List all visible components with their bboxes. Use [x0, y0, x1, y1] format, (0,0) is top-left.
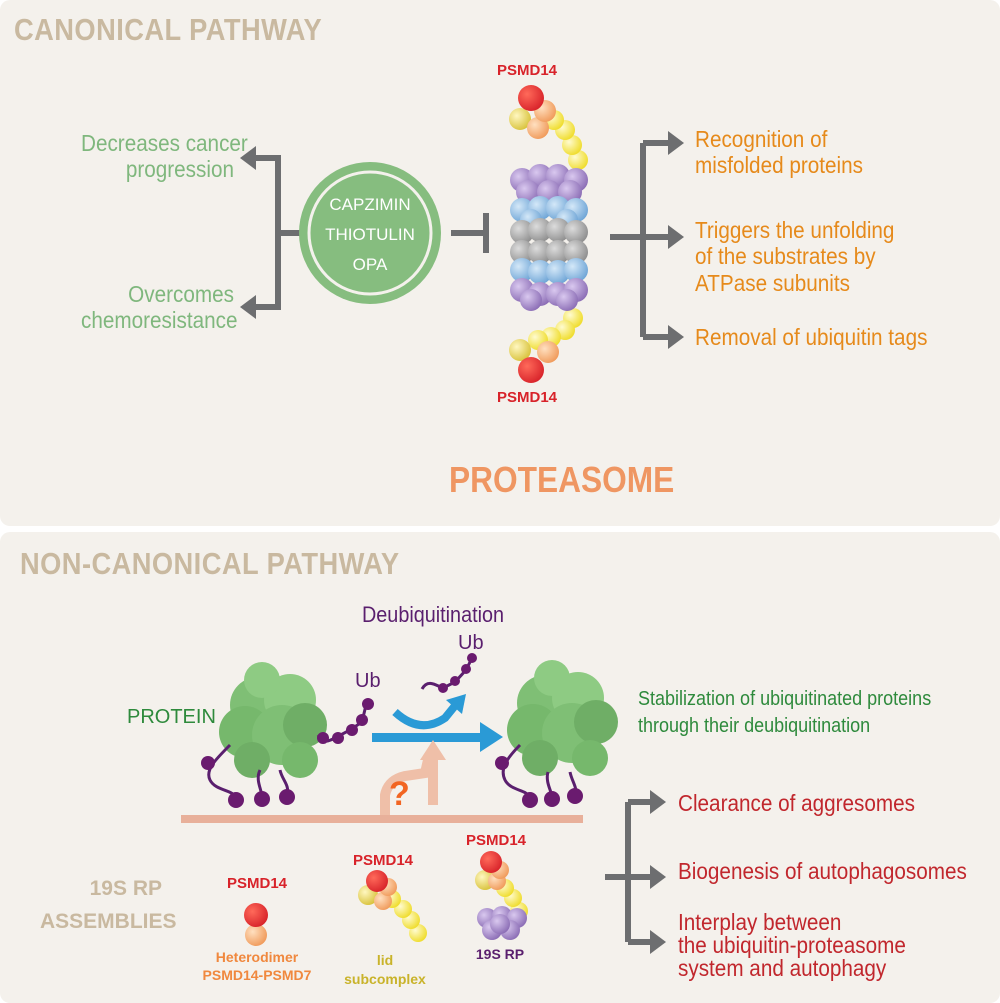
right-item-2: Triggers the unfolding of the substrates…: [695, 217, 895, 296]
inhibition-bar: [451, 213, 489, 253]
ring-gray: [510, 218, 588, 264]
nc-item-2: Biogenesis of autophagosomes: [678, 858, 967, 884]
blue-arrow-head: [480, 722, 503, 752]
protein-label: PROTEIN: [127, 706, 216, 728]
nc-bracket-arrows: [605, 799, 652, 945]
assembly1-caption: Heterodimer PSMD14-PSMD7: [202, 949, 312, 984]
ring-purple-top: [510, 164, 588, 204]
nc-item-1: Clearance of aggresomes: [678, 790, 916, 816]
assembly-lid: [358, 870, 427, 942]
curved-blue-arrow: [392, 699, 462, 730]
assembly2-caption: lid subcomplex: [344, 952, 426, 987]
canonical-title: CANONICAL PATHWAY: [14, 12, 323, 47]
protein-right: [507, 660, 618, 776]
assembly3-psmd: PSMD14: [466, 832, 527, 849]
canonical-panel: [0, 0, 1000, 526]
blue-arrow-shaft: [372, 733, 490, 742]
arrowhead-right-3: [668, 325, 684, 349]
proteasome-top-lid: [509, 85, 588, 170]
left-bracket-arrows: [250, 155, 300, 310]
protein-left: [219, 662, 327, 778]
proteasome-label: PROTEASOME: [449, 459, 675, 500]
right-item-3: Removal of ubiquitin tags: [695, 324, 928, 350]
ub-label-left: Ub: [355, 670, 381, 692]
membrane-line: [181, 815, 583, 823]
assembly3-caption: 19S RP: [475, 946, 525, 962]
deubiquitination-label: Deubiquitination: [362, 602, 505, 627]
assemblies-label: 19S RP ASSEMBLIES: [40, 877, 177, 933]
ub-label-top: Ub: [458, 632, 484, 654]
left-top-text: Decreases cancer progression: [81, 130, 248, 183]
stabilization-text: Stabilization of ubiquitinated proteins …: [638, 688, 932, 737]
right-item-1: Recognition of misfolded proteins: [695, 126, 863, 179]
left-bottom-text: Overcomes chemoresistance: [81, 281, 238, 334]
inhibitor-list: CAPZIMIN THIOTULIN OPA: [325, 195, 415, 274]
salmon-arrow: [380, 758, 433, 815]
assembly1-psmd: PSMD14: [227, 875, 288, 892]
inhibitor-circle: [299, 162, 441, 304]
proteasome-bottom-lid: [509, 308, 583, 383]
psmd14-bottom-label: PSMD14: [497, 389, 558, 406]
proteasome-rings: [510, 164, 588, 311]
question-mark: ?: [389, 775, 410, 813]
ring-purple-bottom: [510, 278, 588, 311]
assembly2-psmd: PSMD14: [353, 852, 414, 869]
arrowhead-right-1: [668, 131, 684, 155]
nc-item-3: Interplay between the ubiquitin-proteaso…: [678, 909, 906, 981]
psmd14-top-label: PSMD14: [497, 62, 558, 79]
arrowhead-left-top: [240, 146, 256, 170]
arrowhead-right-2: [668, 225, 684, 249]
arrowhead-left-bottom: [240, 295, 256, 319]
ring-blue-bottom: [510, 258, 588, 284]
assembly-19s: [475, 851, 528, 940]
noncanonical-title: NON-CANONICAL PATHWAY: [20, 546, 400, 581]
right-bracket-arrows: [610, 140, 670, 340]
assembly-heterodimer: [244, 903, 268, 946]
